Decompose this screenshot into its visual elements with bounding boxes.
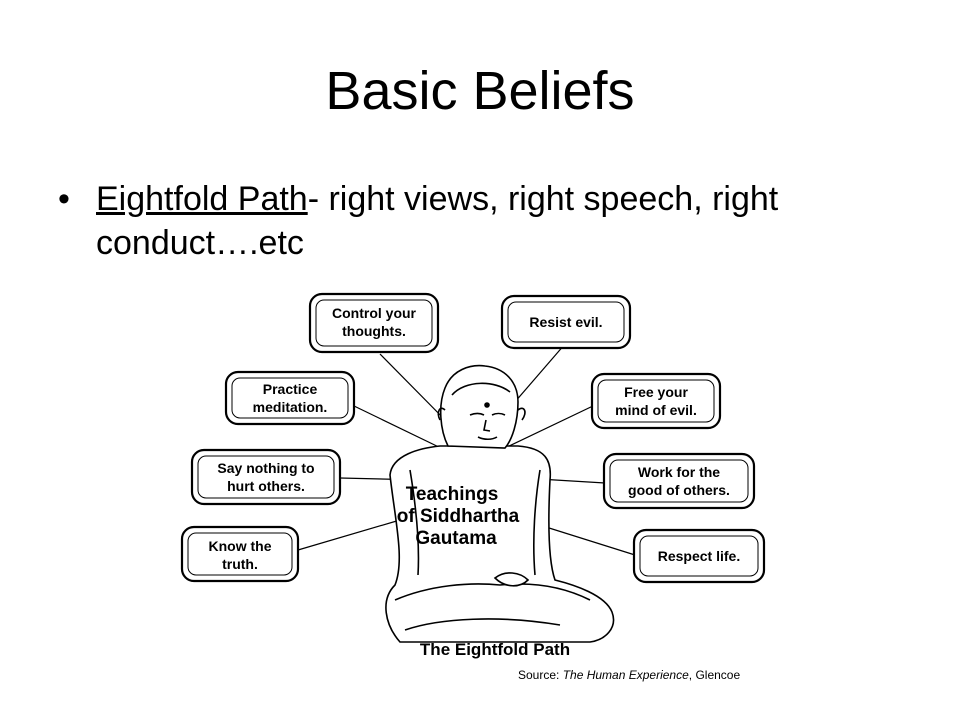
box-say-nothing-line-1: Say nothing to — [217, 460, 314, 476]
box-free-mind-line-1: Free your — [624, 384, 688, 400]
bullet-term: Eightfold Path — [96, 180, 308, 218]
box-resist-evil: Resist evil. — [500, 294, 632, 350]
box-control-thoughts: Control your thoughts. — [308, 292, 440, 354]
box-know-truth: Know the truth. — [180, 525, 300, 583]
box-know-truth-line-2: truth. — [222, 556, 258, 572]
bullet-dot: • — [58, 180, 70, 218]
box-respect-life-line-1: Respect life. — [658, 548, 740, 564]
box-work-good: Work for the good of others. — [602, 452, 756, 510]
center-label-line-3: Gautama — [415, 528, 497, 549]
buddha-figure — [385, 364, 615, 643]
source-suffix: , Glencoe — [689, 668, 741, 682]
slide-title: Basic Beliefs — [325, 61, 635, 121]
source-prefix: Source: — [518, 668, 563, 682]
box-know-truth-line-1: Know the — [209, 538, 272, 554]
box-practice-meditation-line-1: Practice — [263, 381, 318, 397]
diagram-source: Source: The Human Experience, Glencoe — [518, 668, 740, 682]
center-label-line-2: of Siddhartha — [397, 506, 520, 527]
box-resist-evil-line-1: Resist evil. — [529, 314, 602, 330]
box-control-thoughts-line-1: Control your — [332, 305, 417, 321]
bullet-description: - right views, right speech, right condu… — [96, 180, 779, 262]
box-practice-meditation: Practice meditation. — [224, 370, 356, 426]
diagram-caption: The Eightfold Path — [420, 640, 570, 659]
bullet-text: Eightfold Path- right views, right speec… — [96, 177, 916, 265]
box-free-mind: Free your mind of evil. — [590, 372, 722, 430]
box-work-good-line-2: good of others. — [628, 482, 730, 498]
source-title: The Human Experience — [563, 668, 689, 682]
box-work-good-line-1: Work for the — [638, 464, 720, 480]
box-practice-meditation-line-2: meditation. — [253, 399, 328, 415]
box-control-thoughts-line-2: thoughts. — [342, 323, 406, 339]
box-say-nothing-line-2: hurt others. — [227, 478, 305, 494]
box-respect-life: Respect life. — [632, 528, 766, 584]
box-say-nothing: Say nothing to hurt others. — [190, 448, 342, 506]
center-label: Teachings of Siddhartha Gautama — [397, 484, 520, 549]
center-label-line-1: Teachings — [406, 484, 499, 505]
box-free-mind-line-2: mind of evil. — [615, 402, 697, 418]
